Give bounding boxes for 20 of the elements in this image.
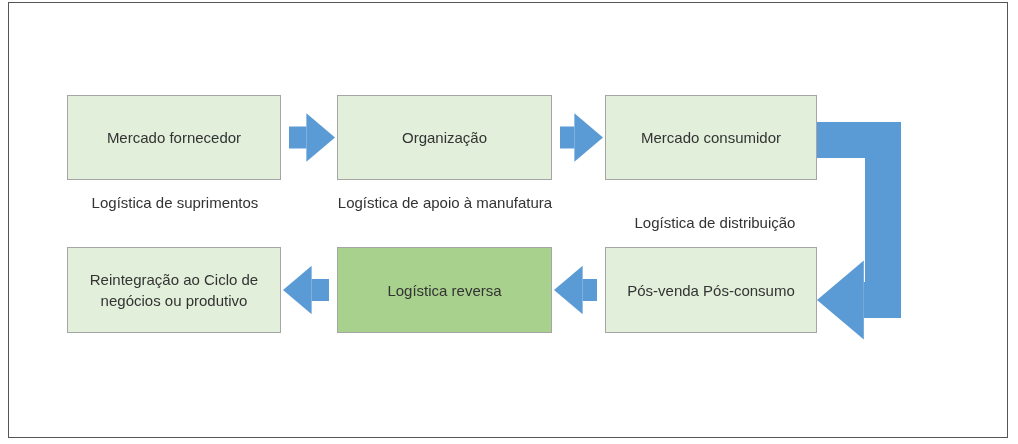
box-text: Logística reversa bbox=[387, 280, 502, 301]
block-arrow bbox=[817, 122, 901, 340]
box-text: Mercado fornecedor bbox=[106, 128, 242, 148]
process-box bbox=[337, 247, 552, 333]
box-text: Pós-venda Pós-consumo bbox=[627, 280, 795, 301]
stage-label: Logística de apoio à manufatura bbox=[336, 193, 554, 213]
process-box bbox=[337, 95, 552, 180]
stage-label: Logística de distribuição bbox=[633, 213, 797, 233]
process-box bbox=[67, 247, 281, 333]
box-text: Mercado consumidor bbox=[640, 128, 782, 148]
process-box bbox=[67, 95, 281, 180]
stage-label: Logística de suprimentos bbox=[90, 193, 260, 213]
process-box bbox=[605, 95, 817, 180]
process-box bbox=[605, 247, 817, 333]
block-arrow bbox=[283, 265, 329, 315]
block-arrow bbox=[554, 265, 597, 315]
box-text: Organização bbox=[401, 128, 488, 148]
block-arrow bbox=[289, 113, 335, 162]
block-arrow bbox=[560, 113, 603, 162]
box-text: Reintegração ao Ciclo de negócios ou produtivo bbox=[88, 270, 260, 311]
